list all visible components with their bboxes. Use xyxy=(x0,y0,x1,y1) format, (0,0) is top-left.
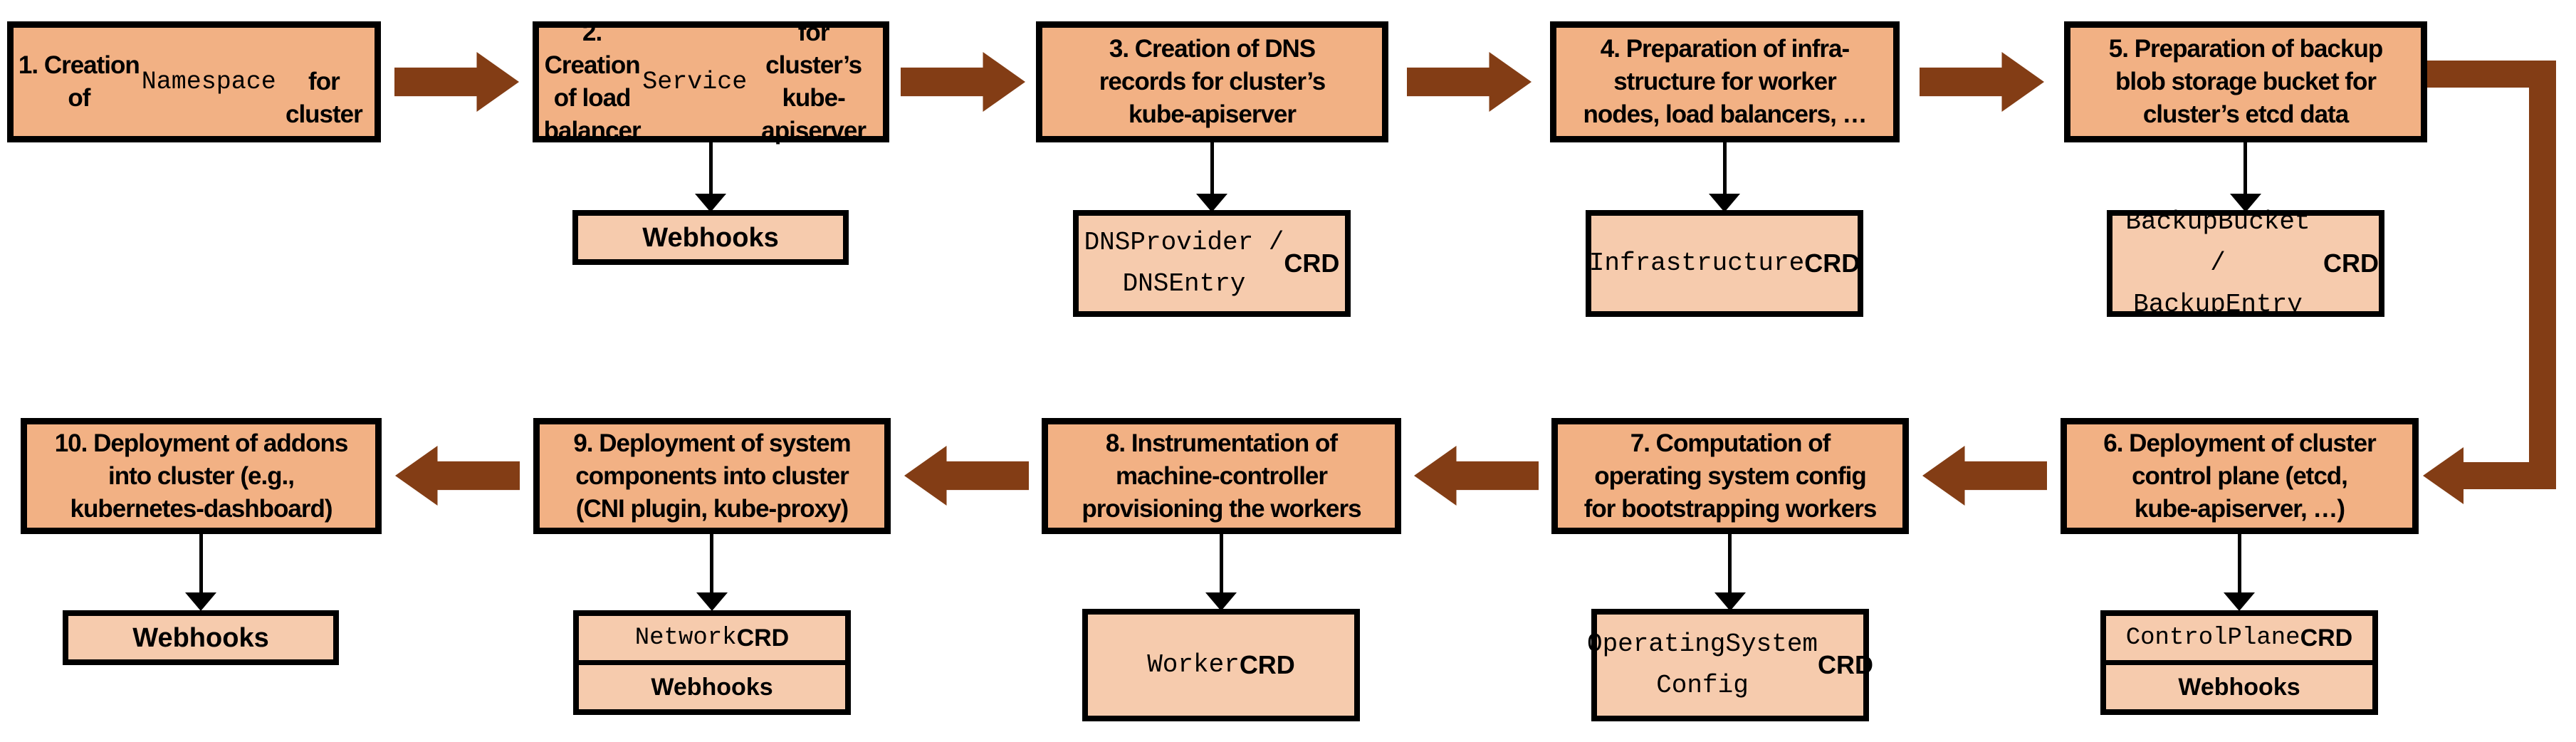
text-segment-sans: CRD xyxy=(2300,624,2353,652)
flow-arrow-7-8 xyxy=(1414,446,1539,506)
step-10-box: 10. Deployment of addons into cluster (e… xyxy=(21,418,382,534)
down-arrowhead-step-7 xyxy=(1714,592,1746,611)
down-connector-step-2 xyxy=(709,142,713,194)
text-segment-sans: CRD xyxy=(1284,249,1340,278)
down-connector-step-4 xyxy=(1723,142,1727,194)
down-connector-step-5 xyxy=(2243,142,2247,194)
text-segment-mono: DNSProvider / DNSEntry xyxy=(1084,228,1284,298)
flow-arrow-6-7 xyxy=(1922,446,2047,506)
step-3-box: 3. Creation of DNS records for cluster’s… xyxy=(1036,21,1388,142)
text-segment-mono: ControlPlane xyxy=(2125,625,2300,652)
text-segment-sans: Webhooks xyxy=(132,622,269,653)
sub-cell-step-9-webhooks: Webhooks xyxy=(579,660,845,709)
flow-arrow-8-9 xyxy=(904,446,1029,506)
flow-arrow-1-2 xyxy=(394,52,519,112)
text-segment-sans: 1. Creation of xyxy=(18,51,140,112)
step-5-box: 5. Preparation of backup blob storage bu… xyxy=(2064,21,2427,142)
text-segment-sans: Webhooks xyxy=(651,673,773,701)
text-segment-mono: Infrastructure xyxy=(1588,249,1805,278)
down-connector-step-10 xyxy=(199,534,203,592)
step-4-box: 4. Preparation of infra- structure for w… xyxy=(1550,21,1900,142)
sub-box-step-4-infrastructure-crd: Infrastructure CRD xyxy=(1586,210,1863,317)
text-segment-mono: OperatingSystem Config xyxy=(1586,629,1818,700)
text-segment-sans: CRD xyxy=(2323,249,2379,278)
text-segment-mono: Network xyxy=(634,625,737,652)
text-segment-sans: Webhooks xyxy=(642,222,779,253)
text-segment-sans: 6. Deployment of cluster control plane (… xyxy=(2103,429,2376,523)
down-arrowhead-step-8 xyxy=(1205,592,1237,611)
text-segment-sans: for cluster xyxy=(285,68,363,128)
text-segment-sans: 3. Creation of DNS records for cluster’s… xyxy=(1099,35,1326,128)
down-connector-step-8 xyxy=(1220,534,1223,592)
step-7-box: 7. Computation of operating system confi… xyxy=(1551,418,1909,534)
text-segment-sans: 10. Deployment of addons into cluster (e… xyxy=(54,429,349,523)
step-9-box: 9. Deployment of system components into … xyxy=(533,418,891,534)
sub-box-step-5-backup-crd: BackupBucket / BackupEntry CRD xyxy=(2107,207,2384,319)
text-segment-sans: CRD xyxy=(736,624,790,652)
down-arrowhead-step-5 xyxy=(2230,194,2261,212)
step-2-box: 2. Creation of load balancer Service for… xyxy=(533,19,889,145)
flow-arrow-2-3 xyxy=(901,52,1025,112)
flow-arrow-9-10 xyxy=(395,446,520,506)
text-segment-sans: 7. Computation of operating system confi… xyxy=(1583,429,1878,523)
down-arrowhead-step-2 xyxy=(695,194,726,212)
text-segment-sans: 2. Creation of load balancer xyxy=(543,19,642,145)
flow-arrow-3-4 xyxy=(1407,52,1532,112)
sub-box-step-7-osconfig-crd: OperatingSystem Config CRD xyxy=(1587,609,1873,721)
text-segment-sans: CRD xyxy=(1804,249,1860,278)
sub-box-step-8-worker-crd: Worker CRD xyxy=(1082,609,1360,721)
down-connector-step-6 xyxy=(2238,534,2241,592)
text-segment-mono: Namespace xyxy=(141,68,276,96)
text-segment-sans: CRD xyxy=(1239,650,1295,679)
down-arrowhead-step-9 xyxy=(696,592,728,611)
elbow-connector-vertical-segment xyxy=(2529,61,2556,489)
text-segment-sans: Webhooks xyxy=(2178,673,2300,701)
step-1-box: 1. Creation of Namespace for cluster xyxy=(7,21,381,142)
text-segment-sans: CRD xyxy=(1818,650,1874,679)
elbow-connector-bottom-segment xyxy=(2462,462,2556,489)
sub-cell-step-6-webhooks: Webhooks xyxy=(2106,660,2372,709)
text-segment-mono: Service xyxy=(642,68,748,96)
sub-cell-network-crd: Network CRD xyxy=(579,616,845,660)
sub-cell-controlplane-crd: ControlPlane CRD xyxy=(2106,616,2372,660)
down-arrowhead-step-3 xyxy=(1196,194,1227,212)
down-arrowhead-step-10 xyxy=(185,592,216,611)
elbow-connector-arrowhead xyxy=(2423,447,2464,504)
text-segment-sans: 5. Preparation of backup blob storage bu… xyxy=(2108,35,2383,128)
flow-arrow-4-5 xyxy=(1920,52,2044,112)
step-8-box: 8. Instrumentation of machine-controller… xyxy=(1042,418,1401,534)
sub-stack-step-6: ControlPlane CRD Webhooks xyxy=(2100,610,2378,715)
text-segment-sans: for cluster’s kube-apiserver xyxy=(761,19,866,145)
text-segment-mono: BackupBucket / BackupEntry xyxy=(2125,207,2310,319)
sub-box-step-3-dns-crd: DNSProvider / DNSEntry CRD xyxy=(1073,210,1351,317)
sub-box-step-10-webhooks: Webhooks xyxy=(63,610,339,665)
text-segment-mono: Worker xyxy=(1147,650,1240,679)
down-arrowhead-step-4 xyxy=(1709,194,1740,212)
down-arrowhead-step-6 xyxy=(2224,592,2255,611)
step-6-box: 6. Deployment of cluster control plane (… xyxy=(2061,418,2419,534)
down-connector-step-3 xyxy=(1210,142,1214,194)
down-connector-step-9 xyxy=(710,534,713,592)
text-segment-sans: 9. Deployment of system components into … xyxy=(573,429,851,523)
down-connector-step-7 xyxy=(1728,534,1732,592)
sub-box-step-2-webhooks: Webhooks xyxy=(572,210,849,265)
sub-stack-step-9: Network CRD Webhooks xyxy=(573,610,851,715)
text-segment-sans: 8. Instrumentation of machine-controller… xyxy=(1082,429,1361,523)
text-segment-sans: 4. Preparation of infra- structure for w… xyxy=(1583,35,1867,128)
